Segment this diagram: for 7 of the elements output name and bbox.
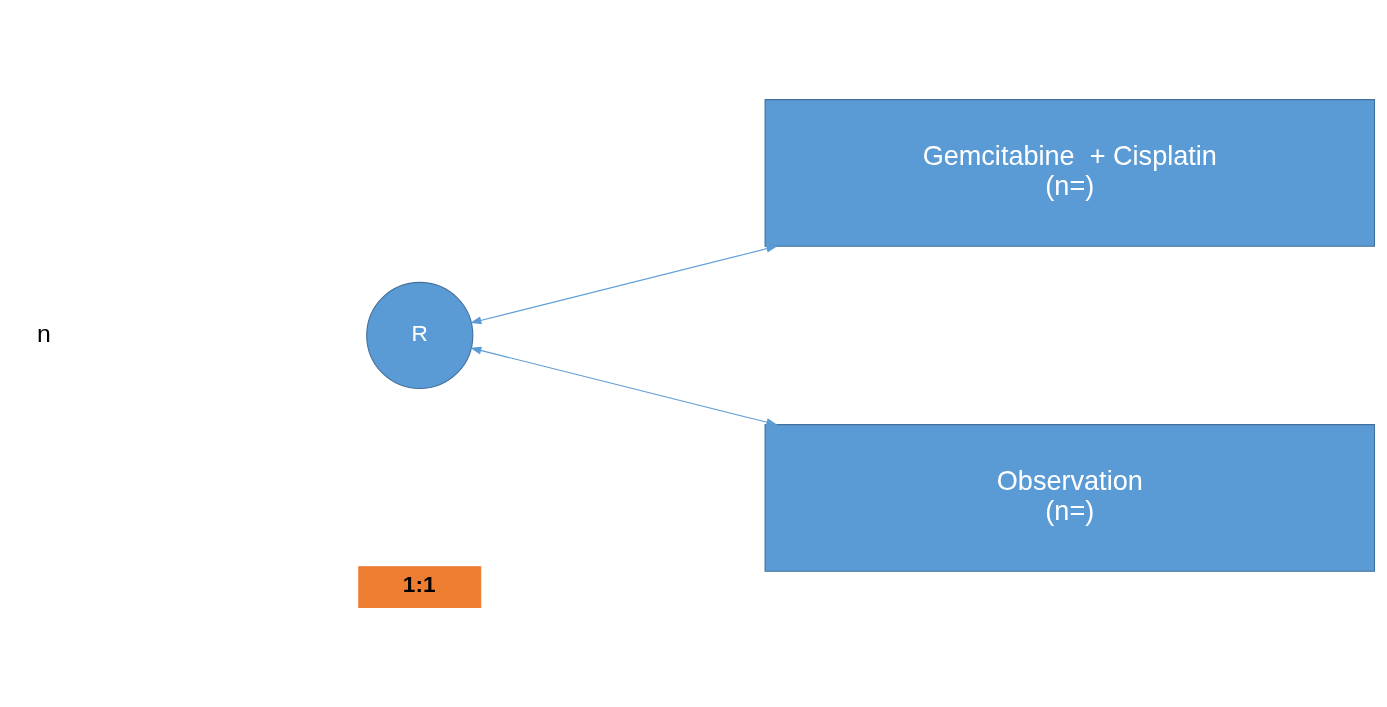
label: n (36, 319, 51, 347)
node-box: 1:1 (357, 566, 481, 608)
node-box: Gemcitabine + Cisplatin (n=) (764, 99, 1375, 247)
node-circle: R (365, 281, 473, 390)
node-box: Observation (n=) (764, 424, 1375, 572)
arrow (469, 346, 778, 427)
arrow (469, 244, 778, 325)
